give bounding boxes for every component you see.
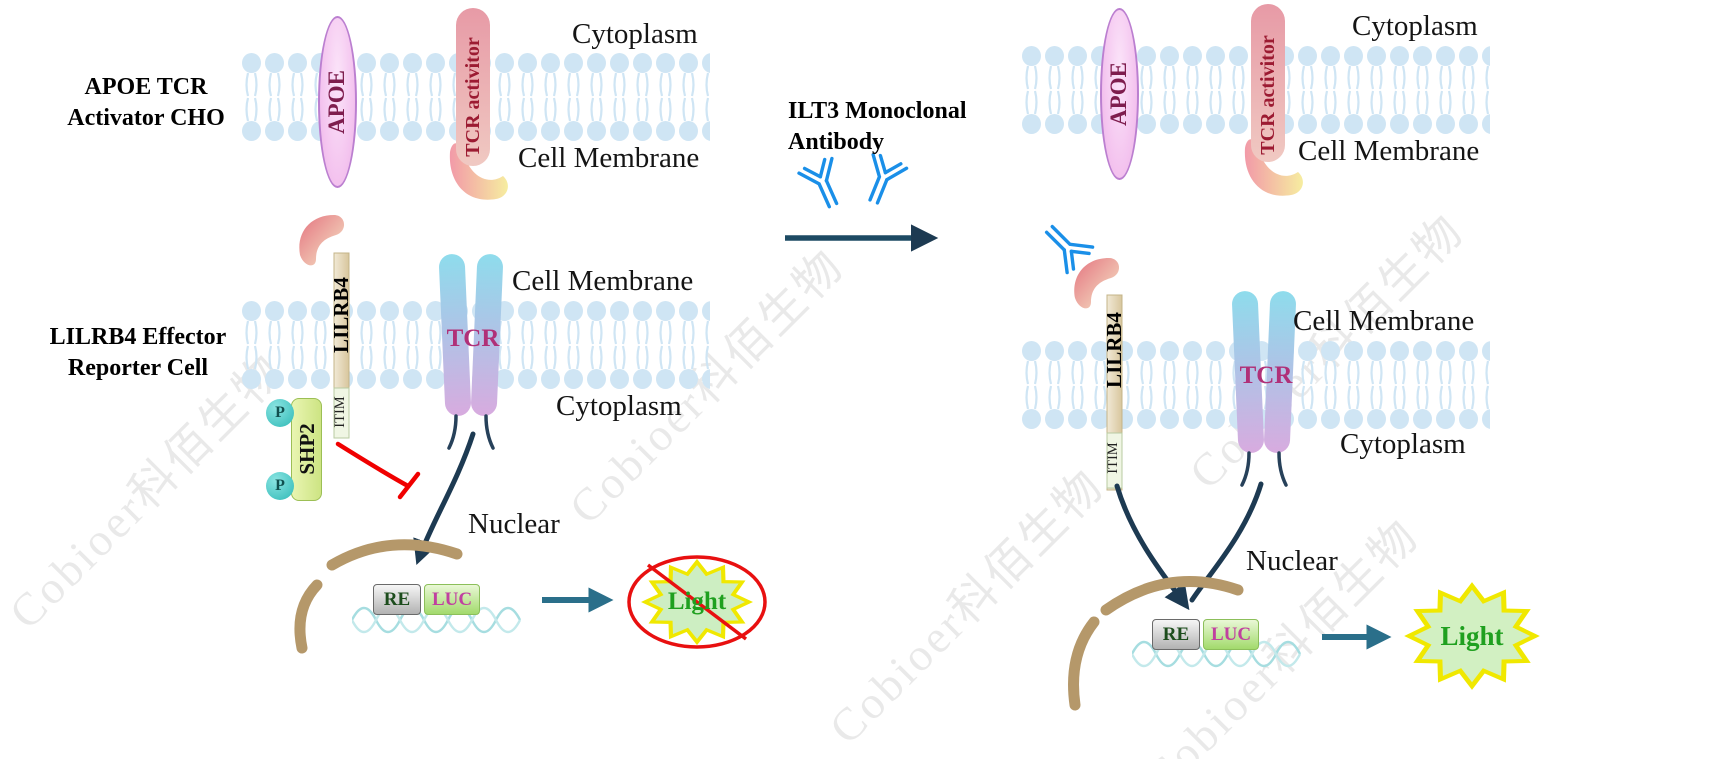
lilrb4-label: LILRB4 xyxy=(1101,312,1126,388)
response-element-box: RE xyxy=(373,584,421,615)
no-light-icon xyxy=(627,555,767,649)
light-label: Light xyxy=(1440,621,1504,651)
apoe-label: APOE xyxy=(324,70,349,134)
apoe-label: APOE xyxy=(1106,62,1131,126)
cell-membrane-label: Cell Membrane xyxy=(518,142,700,174)
antibody-label-line: ILT3 Monoclonal xyxy=(788,98,967,124)
cytoplasm-label: Cytoplasm xyxy=(556,390,682,422)
lilrb4-receptor xyxy=(299,215,350,439)
phosphate-icon: P xyxy=(266,399,294,427)
igg-antibody-icon xyxy=(796,154,852,215)
lilrb4-effector-reporter-cell-label: LILRB4 Effector Reporter Cell xyxy=(30,322,246,384)
cell-label-line: LILRB4 Effector xyxy=(49,324,227,350)
re-label: RE xyxy=(383,588,411,610)
treatment-arrow xyxy=(785,224,939,252)
tcr-receptor xyxy=(1232,291,1296,487)
tcr-label: TCR xyxy=(446,325,500,352)
itim-label: ITIM xyxy=(1104,442,1121,474)
inhibition-arrow xyxy=(335,441,421,500)
apoe-tcr-activator-cho-cell-label: APOE TCR Activator CHO xyxy=(40,72,252,134)
tcr-activator-protein xyxy=(1244,4,1303,196)
tcr-activator-protein xyxy=(449,8,508,200)
tcr-receptor xyxy=(439,254,503,450)
re-label: RE xyxy=(1162,623,1190,645)
nuclear-envelope xyxy=(294,539,463,654)
luciferase-box: LUC xyxy=(424,584,480,615)
response-element-box: RE xyxy=(1152,619,1200,650)
cell-label-line: Reporter Cell xyxy=(67,355,209,382)
light-label: Light xyxy=(667,588,727,615)
cytoplasm-label: Cytoplasm xyxy=(1340,428,1466,460)
ilt3-antibody-label: ILT3 Monoclonal Antibody xyxy=(788,96,1008,158)
cell-label-line: Activator CHO xyxy=(67,105,225,132)
lilrb4-receptor xyxy=(1074,258,1123,491)
tcr-activator-label: TCR activitor xyxy=(461,37,484,157)
lilrb4-label: LILRB4 xyxy=(328,277,353,353)
tcr-activator-label: TCR activitor xyxy=(1256,35,1279,155)
igg-antibody-icon xyxy=(855,151,910,210)
phosphate-label: P xyxy=(275,404,285,421)
cytoplasm-label: Cytoplasm xyxy=(572,18,698,50)
cell-membrane-label: Cell Membrane xyxy=(512,265,694,297)
antibody-label-line: Antibody xyxy=(788,129,885,156)
nuclear-label: Nuclear xyxy=(468,508,560,540)
luc-label: LUC xyxy=(1210,623,1252,645)
apoe-protein xyxy=(1100,8,1139,180)
luc-label: LUC xyxy=(431,588,473,610)
result-arrow xyxy=(542,587,614,613)
shp2-protein xyxy=(291,398,322,501)
result-arrow xyxy=(1322,624,1392,650)
shp2-label: SHP2 xyxy=(294,423,319,475)
nuclear-label: Nuclear xyxy=(1246,545,1338,577)
antibody-icons xyxy=(796,151,910,215)
itim-label: ITIM xyxy=(331,396,348,428)
cell-membrane-label: Cell Membrane xyxy=(1298,135,1480,167)
cell-label-line: APOE TCR xyxy=(84,74,208,100)
phosphate-label: P xyxy=(275,477,285,494)
luciferase-box: LUC xyxy=(1203,619,1259,650)
phosphate-icon: P xyxy=(266,472,294,500)
apoe-protein xyxy=(318,16,357,188)
tcr-label: TCR xyxy=(1239,362,1293,389)
cytoplasm-label: Cytoplasm xyxy=(1352,10,1478,42)
signal-arrows xyxy=(1114,481,1264,611)
cell-membrane-label: Cell Membrane xyxy=(1293,305,1475,337)
